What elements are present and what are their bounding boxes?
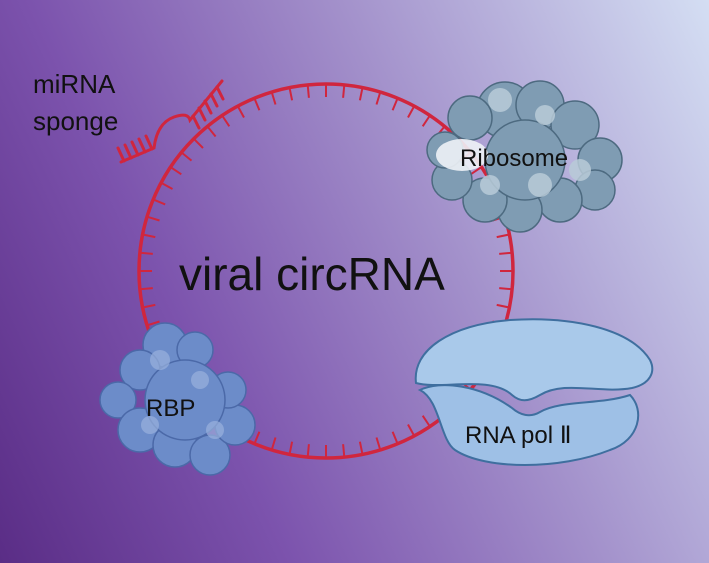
circ-rna-base-tick xyxy=(270,437,277,451)
circ-rna-base-tick xyxy=(236,105,245,118)
rna-polymerase-icon xyxy=(414,318,654,466)
circ-rna-base-tick xyxy=(358,87,364,101)
circ-rna-base-tick xyxy=(306,444,310,458)
rbp-label: RBP xyxy=(146,395,195,422)
ribosome-icon xyxy=(426,80,623,233)
circ-rna-base-tick xyxy=(407,105,416,118)
rna-pol-label: RNA pol Ⅱ xyxy=(465,422,572,449)
circ-rna-base-tick xyxy=(288,441,294,455)
circ-rna-base-tick xyxy=(421,114,431,127)
circ-rna-base-tick xyxy=(139,251,153,255)
circ-rna-base-tick xyxy=(160,181,173,190)
circ-rna-base-tick xyxy=(146,215,160,222)
circ-rna-base-tick xyxy=(270,91,277,105)
circ-rna-base-tick xyxy=(253,431,261,445)
circ-rna-base-tick xyxy=(391,431,399,445)
circ-rna-base-tick xyxy=(142,303,156,309)
mirna-sponge-label-line1: miRNA xyxy=(33,69,116,99)
circ-rna-base-tick xyxy=(499,251,513,255)
circ-rna-base-tick xyxy=(142,233,156,239)
circ-rna-base-tick xyxy=(421,415,431,428)
circ-rna-base-tick xyxy=(391,97,399,111)
circ-rna-base-tick xyxy=(253,97,261,111)
circ-rna-base-tick xyxy=(342,444,346,458)
circ-rna-base-tick xyxy=(375,91,382,105)
circ-rna-base-tick xyxy=(193,138,204,149)
mirna-sponge-icon xyxy=(116,79,225,164)
circ-rna-base-tick xyxy=(288,87,294,101)
circ-rna-base-tick xyxy=(407,424,416,437)
circ-rna-base-tick xyxy=(496,303,510,309)
circ-rna-base-tick xyxy=(306,84,310,98)
circ-rna-base-tick xyxy=(470,166,483,176)
circ-rna-base-tick xyxy=(146,320,160,327)
circ-rna-base-tick xyxy=(342,84,346,98)
circ-rna-base-tick xyxy=(139,287,153,291)
circ-rna-base-tick xyxy=(206,125,217,138)
circ-rna-base-tick xyxy=(169,166,182,176)
circ-rna-base-tick xyxy=(499,287,513,291)
circ-rna-base-tick xyxy=(180,151,193,162)
circ-rna-base-tick xyxy=(152,198,166,206)
center-title-label: viral circRNA xyxy=(179,248,445,300)
ribosome-label: Ribosome xyxy=(460,145,568,172)
circ-rna-base-tick xyxy=(496,233,510,239)
circ-rna-base-tick xyxy=(375,437,382,451)
circ-rna-base-tick xyxy=(221,114,231,127)
circ-rna-base-tick xyxy=(358,441,364,455)
mirna-sponge-label-line2: sponge xyxy=(33,106,118,136)
rbp-icon xyxy=(99,322,256,476)
